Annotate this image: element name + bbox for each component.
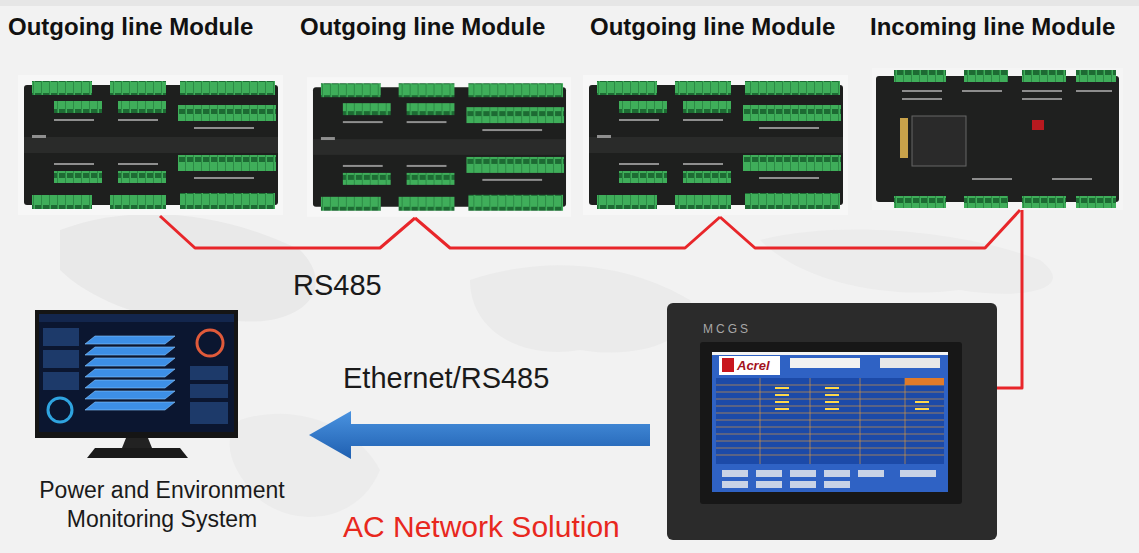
touch-screen: MCGS Acrel: [650, 303, 997, 540]
logo-text: Acrel: [737, 358, 770, 374]
connector-label: RS485: [293, 268, 382, 302]
brand-mark: MCGS: [703, 322, 751, 336]
module-title: Outgoing line Module: [300, 12, 545, 42]
rs485-wire: [415, 217, 720, 248]
uplink-arrow: [309, 411, 650, 459]
module-title: Outgoing line Module: [8, 12, 253, 42]
module-photo: Outgoing line Module: [583, 12, 848, 217]
module-photo: Outgoing line Module: [298, 12, 572, 218]
system-name: Power and Environment Monitoring System: [15, 476, 309, 534]
rs485-wire: [160, 216, 415, 248]
module-title: Incoming line Module: [870, 12, 1115, 42]
solution-title: AC Network Solution: [343, 509, 620, 545]
rs485-wire: [997, 210, 1022, 388]
monitor-station: Power and Environment Monitoring System: [15, 308, 309, 540]
module-title: Outgoing line Module: [590, 12, 835, 42]
rs485-wire: [720, 210, 1020, 248]
connector-label: Ethernet/RS485: [343, 361, 549, 395]
module-photo: Incoming line Module: [868, 12, 1126, 210]
module-photo: Outgoing line Module: [8, 12, 284, 216]
